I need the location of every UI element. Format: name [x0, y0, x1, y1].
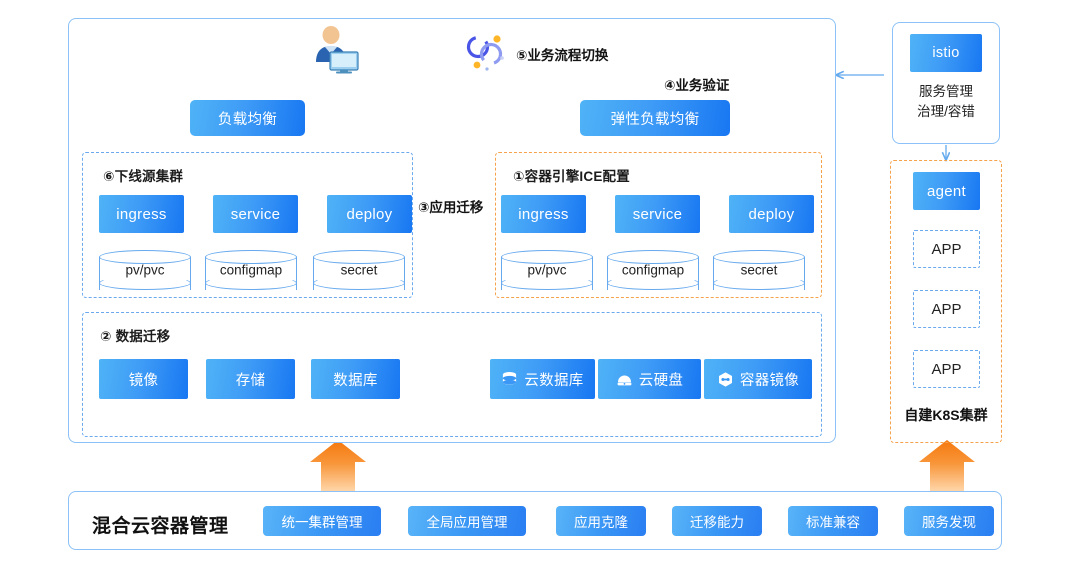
source-ingress-box[interactable]: ingress [99, 195, 184, 233]
elastic-load-balancer-box[interactable]: 弹性负载均衡 [580, 100, 730, 136]
target-secret-cylinder: secret [713, 250, 805, 290]
source-pvpvc-cylinder: pv/pvc [99, 250, 191, 290]
target-cluster-title: ①容器引擎ICE配置 [513, 169, 630, 184]
capability-pill-5[interactable]: 标准兼容 [788, 506, 878, 536]
orange-arrow-right [919, 440, 975, 492]
source-pvpvc-label: pv/pvc [125, 262, 165, 278]
istio-box[interactable]: istio [910, 34, 982, 72]
istio-caption-line2: 治理/容错 [917, 104, 975, 119]
label-step3-migration: ③应用迁移 [418, 200, 484, 215]
source-secret-cylinder: secret [313, 250, 405, 290]
cloud-database-icon [501, 371, 518, 388]
cloud-disk-icon [616, 371, 633, 388]
target-configmap-label: configmap [621, 262, 685, 278]
k8s-cluster-group [890, 160, 1002, 443]
target-deploy-box[interactable]: deploy [729, 195, 814, 233]
source-configmap-label: configmap [219, 262, 283, 278]
target-pvpvc-cylinder: pv/pvc [501, 250, 593, 290]
capability-pill-2[interactable]: 全局应用管理 [408, 506, 526, 536]
cloud-database-box[interactable]: 云数据库 [490, 359, 595, 399]
bottom-bar-title: 混合云容器管理 [92, 516, 229, 537]
istio-caption-line1: 服务管理 [919, 84, 973, 99]
capability-pill-1[interactable]: 统一集群管理 [263, 506, 381, 536]
target-ingress-box[interactable]: ingress [501, 195, 586, 233]
target-configmap-cylinder: configmap [607, 250, 699, 290]
data-migration-group [82, 312, 822, 437]
app-box-1[interactable]: APP [913, 230, 980, 268]
user-monitor-icon [306, 24, 362, 74]
cloud-disk-label: 云硬盘 [638, 372, 684, 389]
source-secret-label: secret [340, 262, 378, 278]
app-box-3[interactable]: APP [913, 350, 980, 388]
source-cluster-title: ⑥下线源集群 [103, 169, 184, 184]
database-source-box[interactable]: 数据库 [311, 359, 400, 399]
data-migration-title: ② 数据迁移 [100, 329, 171, 344]
cloud-disk-box[interactable]: 云硬盘 [598, 359, 701, 399]
container-image-icon [717, 371, 734, 388]
container-image-label: 容器镜像 [739, 372, 800, 389]
target-pvpvc-label: pv/pvc [527, 262, 567, 278]
agent-box[interactable]: agent [913, 172, 980, 210]
k8s-cluster-caption: 自建K8S集群 [904, 407, 988, 423]
label-step5: ⑤业务流程切换 [516, 48, 609, 63]
capability-pill-6[interactable]: 服务发现 [904, 506, 994, 536]
source-service-box[interactable]: service [213, 195, 298, 233]
cloud-rings-icon [462, 27, 512, 73]
target-service-box[interactable]: service [615, 195, 700, 233]
cloud-database-label: 云数据库 [524, 372, 584, 389]
load-balancer-box[interactable]: 负载均衡 [190, 100, 305, 136]
capability-pill-4[interactable]: 迁移能力 [672, 506, 762, 536]
target-cluster-group [495, 152, 822, 298]
container-image-box[interactable]: 容器镜像 [704, 359, 812, 399]
source-configmap-cylinder: configmap [205, 250, 297, 290]
image-source-box[interactable]: 镜像 [99, 359, 188, 399]
orange-arrow-left [310, 440, 366, 492]
storage-source-box[interactable]: 存储 [206, 359, 295, 399]
label-step4: ④业务验证 [664, 78, 730, 93]
app-box-2[interactable]: APP [913, 290, 980, 328]
capability-pill-3[interactable]: 应用克隆 [556, 506, 646, 536]
source-cluster-group [82, 152, 413, 298]
source-deploy-box[interactable]: deploy [327, 195, 412, 233]
target-secret-label: secret [740, 262, 778, 278]
